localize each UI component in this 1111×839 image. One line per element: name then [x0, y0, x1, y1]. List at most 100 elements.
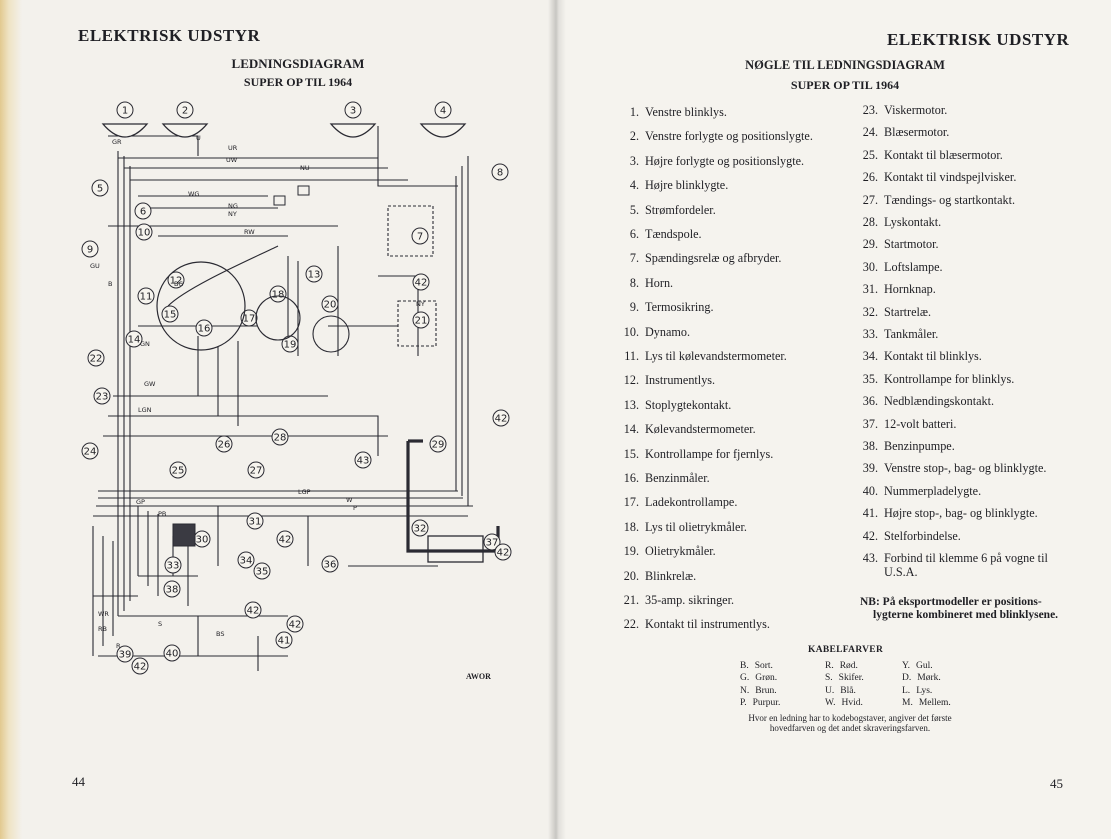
key-item-number: 18. [623, 519, 639, 534]
key-item-number: 17. [623, 495, 639, 510]
interior-light [172, 523, 196, 547]
component-marker: 4 [434, 101, 452, 119]
key-item-text: Stelforbindelse. [884, 528, 961, 543]
key-item-number: 25. [862, 147, 878, 162]
lamp-housing [419, 123, 467, 138]
component-marker: 41 [275, 631, 293, 649]
component-marker: 18 [269, 285, 287, 303]
component-number: 20 [324, 300, 337, 311]
component-marker: 12 [167, 271, 185, 289]
component-marker: 40 [163, 644, 181, 662]
component-number: 4 [440, 106, 446, 117]
component-circle [246, 512, 264, 530]
wire [108, 415, 379, 456]
wire-color-label: WR [98, 610, 109, 618]
component-number: 15 [164, 310, 177, 321]
key-item-text: Kontakt til vindspejlvisker. [884, 170, 1017, 185]
book-gutter [548, 0, 566, 839]
component-number: 11 [140, 292, 153, 303]
cable-color-name: Rød. [839, 661, 858, 671]
key-subtitle: SUPER OP TIL 1964 [790, 78, 900, 92]
left-page-number: 44 [72, 774, 85, 789]
component-circle [91, 179, 109, 197]
key-item: 25.Kontakt til blæsermotor. [863, 148, 1003, 163]
key-item: 14.Kølevandstermometer. [624, 422, 756, 437]
export-note-line-1: NB: På eksportmodeller er positions- [860, 596, 1042, 608]
component-marker: 15 [161, 305, 179, 323]
key-item: 1.Venstre blinklys. [630, 105, 727, 120]
ground-circle [131, 657, 149, 675]
ground-marker: 42 [494, 543, 512, 561]
component-circle [434, 101, 452, 119]
component-number: 14 [128, 335, 141, 346]
cable-color-name: Hvid. [841, 697, 863, 708]
key-item-text: Startmotor. [884, 237, 939, 252]
cable-color-entry: L.Lys. [902, 686, 932, 696]
connector [273, 195, 286, 206]
component-marker: 9 [81, 240, 99, 258]
component-circle [195, 319, 213, 337]
component-number: 1 [122, 106, 128, 117]
component-marker: 6 [134, 202, 152, 220]
ground-circle [492, 409, 510, 427]
key-item-number: 37. [862, 416, 878, 431]
key-item-number: 33. [862, 327, 878, 341]
component-number: 6 [140, 207, 146, 218]
key-item: 11.Lys til kølevandstermometer. [624, 349, 787, 364]
diagram-watermark: AWOR [466, 672, 491, 681]
key-item-text: 35-amp. sikringer. [645, 593, 735, 607]
key-item: 18.Lys til olietrykmåler. [624, 520, 747, 535]
key-item: 31.Hornknap. [863, 282, 936, 297]
component-circle [167, 271, 185, 289]
cable-color-entry: U.Blå. [825, 686, 856, 696]
component-circle [137, 287, 155, 305]
key-item-number: 38. [862, 439, 878, 453]
wire [108, 135, 199, 156]
key-item-number: 13. [623, 397, 639, 412]
right-page-number: 45 [1050, 776, 1063, 791]
key-item: 2.Venstre forlygte og positionslygte. [630, 129, 813, 144]
component-circle [135, 223, 153, 241]
cable-color-entry: W.Hvid. [825, 698, 863, 708]
component-circle [491, 163, 509, 181]
component-circle [253, 562, 271, 580]
component-number: 32 [414, 524, 427, 535]
cable-color-code: U. [825, 685, 835, 696]
ground-circle [286, 615, 304, 633]
cable-color-code: P. [740, 697, 747, 708]
cable-color-code: G. [740, 673, 750, 684]
key-item-number: 11. [624, 349, 639, 363]
key-item-text: Dynamo. [645, 324, 691, 339]
wire-color-label: RW [244, 228, 255, 236]
key-item: 17.Ladekontrollampe. [624, 495, 738, 510]
component-number: 8 [497, 168, 503, 179]
component-number: 19 [284, 340, 297, 351]
key-item: 36.Nedblændingskontakt. [863, 394, 994, 409]
component-circle [305, 265, 323, 283]
key-item-text: Startrelæ. [884, 304, 932, 319]
key-item: 29.Startmotor. [863, 237, 939, 252]
lamp-housing [101, 123, 149, 138]
cable-color-entry: G.Grøn. [740, 673, 777, 683]
component-marker: 29 [429, 435, 447, 453]
key-item: 33.Tankmåler. [863, 327, 939, 342]
key-item-text: Instrumentlys. [645, 373, 716, 388]
key-item: 28.Lyskontakt. [863, 215, 942, 230]
key-item-text: Lyskontakt. [884, 215, 942, 229]
wire-color-label: UW [226, 156, 238, 164]
component-number: 30 [196, 535, 209, 546]
wire-color-label: WG [188, 190, 199, 198]
component-number: 22 [90, 354, 103, 365]
key-item: 40.Nummerpladelygte. [863, 484, 981, 499]
key-item-text: Højre stop-, bag- og blinklygte. [884, 506, 1038, 521]
key-item: 38.Benzinpumpe. [863, 439, 955, 454]
cable-color-name: Skifer. [838, 673, 864, 684]
key-item-text: Viskermotor. [884, 103, 948, 117]
key-item-number: 21. [623, 593, 639, 607]
key-item-number: 9. [629, 300, 639, 315]
component-marker: 17 [240, 309, 258, 327]
component-marker: 5 [91, 179, 109, 197]
key-item: 34.Kontakt til blinklys. [863, 349, 982, 364]
key-item-number: 30. [862, 259, 878, 274]
